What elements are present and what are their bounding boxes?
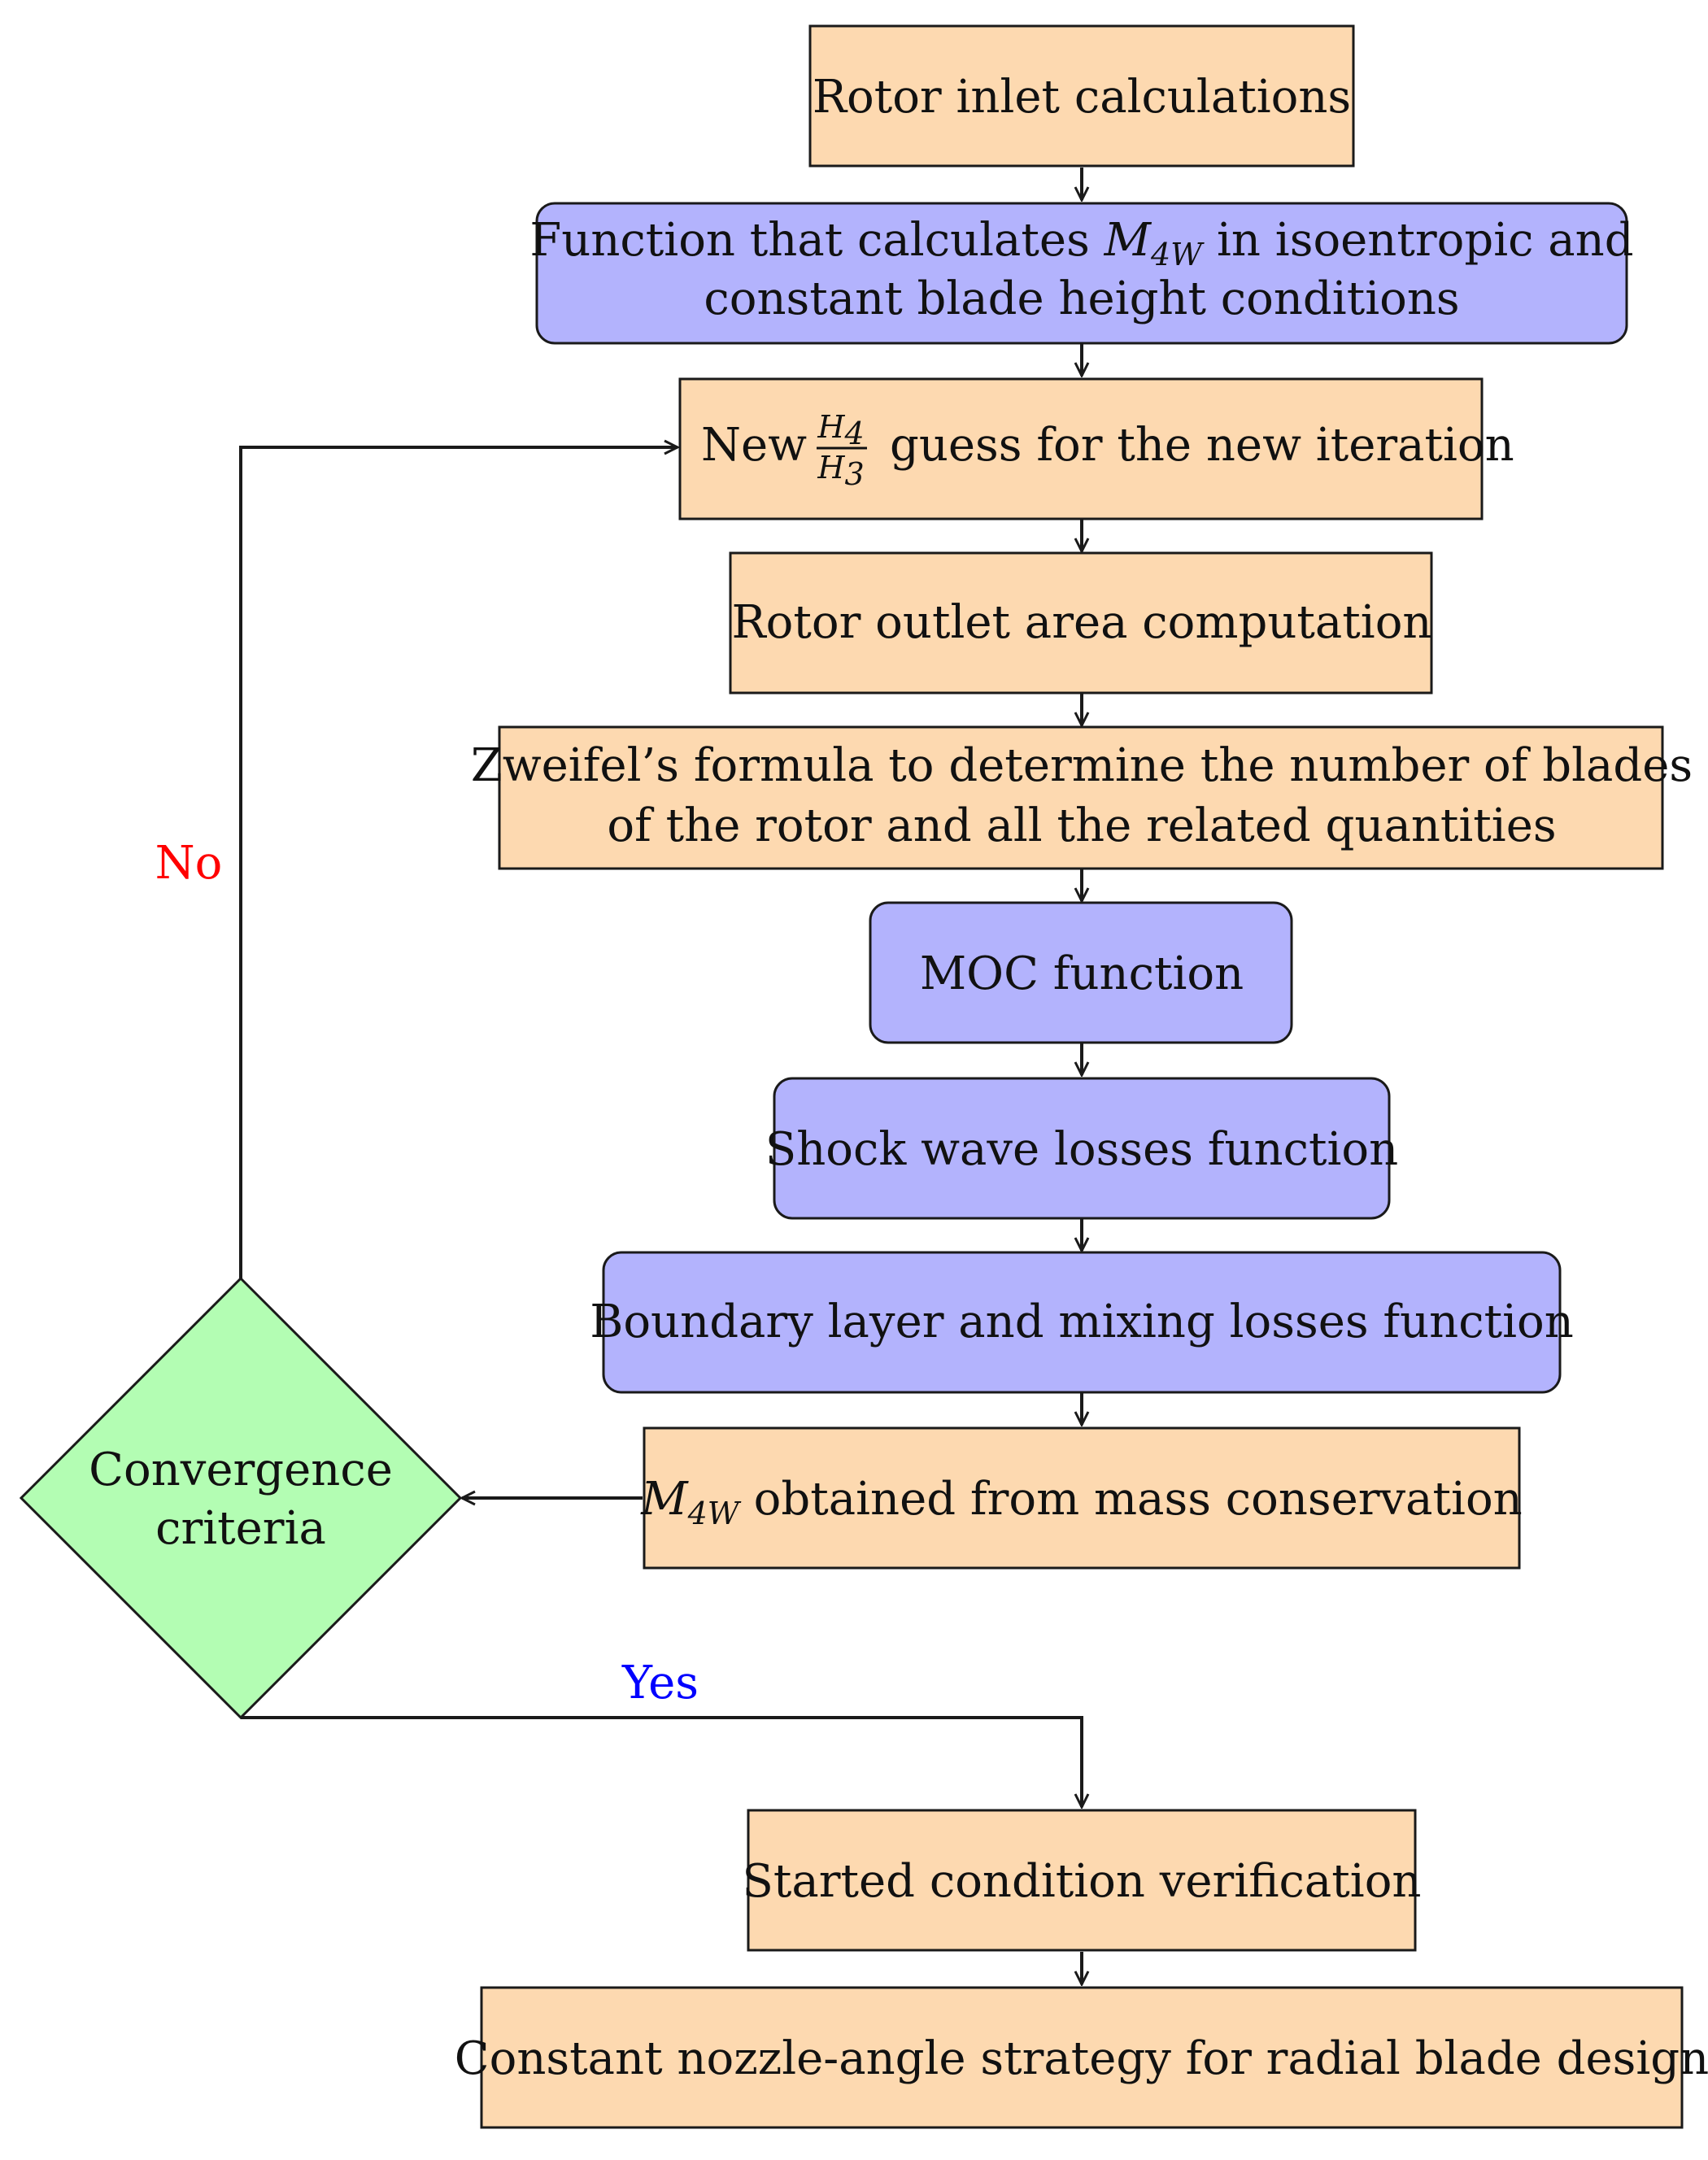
node-new-guess-prefix: New <box>701 419 807 472</box>
node-rotor-outlet: Rotor outlet area computation <box>729 551 1433 695</box>
node-zweifel: Zweifel’s formula to determine the numbe… <box>471 725 1693 870</box>
node-started-label: Started condition verification <box>743 1855 1422 1908</box>
node-m4w-function-line1: Function that calculates M4W in isoentro… <box>529 214 1633 272</box>
node-convergence-decision: Convergence criteria <box>19 1276 463 1720</box>
node-shock: Shock wave losses function <box>765 1077 1398 1220</box>
node-rotor-outlet-label: Rotor outlet area computation <box>732 596 1432 649</box>
node-moc-label: MOC function <box>920 947 1244 1000</box>
no-label: No <box>155 837 223 890</box>
node-m4w-function: Function that calculates M4W in isoentro… <box>529 202 1634 345</box>
node-new-guess-suffix: guess for the new iteration <box>890 419 1514 472</box>
node-boundary-label: Boundary layer and mixing losses functio… <box>590 1296 1574 1348</box>
node-convergence-line1: Convergence <box>89 1444 393 1496</box>
node-boundary: Boundary layer and mixing losses functio… <box>590 1251 1574 1394</box>
node-m4w-function-line2: constant blade height conditions <box>704 272 1459 325</box>
yes-label: Yes <box>621 1657 699 1709</box>
node-rotor-inlet-label: Rotor inlet calculations <box>813 71 1351 124</box>
node-constant-nozzle-label: Constant nozzle-angle strategy for radia… <box>455 2032 1708 2085</box>
arrow-yes-path <box>241 1716 1082 1807</box>
node-shock-label: Shock wave losses function <box>765 1123 1398 1176</box>
node-zweifel-line1: Zweifel’s formula to determine the numbe… <box>471 739 1693 792</box>
node-started: Started condition verification <box>743 1809 1422 1952</box>
connectors <box>239 168 1082 1984</box>
arrow-no-loop <box>239 447 678 1278</box>
h4-over-h3-fraction: H4 H3 <box>817 409 867 492</box>
node-m4w-mass: M4W obtained from mass conservation <box>640 1426 1523 1570</box>
node-zweifel-line2: of the rotor and all the related quantit… <box>607 799 1556 852</box>
svg-text:H3: H3 <box>817 450 864 492</box>
node-convergence-line2: criteria <box>155 1502 326 1555</box>
svg-text:H4: H4 <box>817 409 864 451</box>
node-new-guess: New H4 H3 guess for the new iteration <box>678 377 1514 520</box>
node-moc: MOC function <box>869 901 1293 1044</box>
node-constant-nozzle: Constant nozzle-angle strategy for radia… <box>455 1986 1708 2129</box>
node-m4w-mass-label: M4W obtained from mass conservation <box>640 1473 1523 1531</box>
node-rotor-inlet: Rotor inlet calculations <box>808 24 1355 168</box>
